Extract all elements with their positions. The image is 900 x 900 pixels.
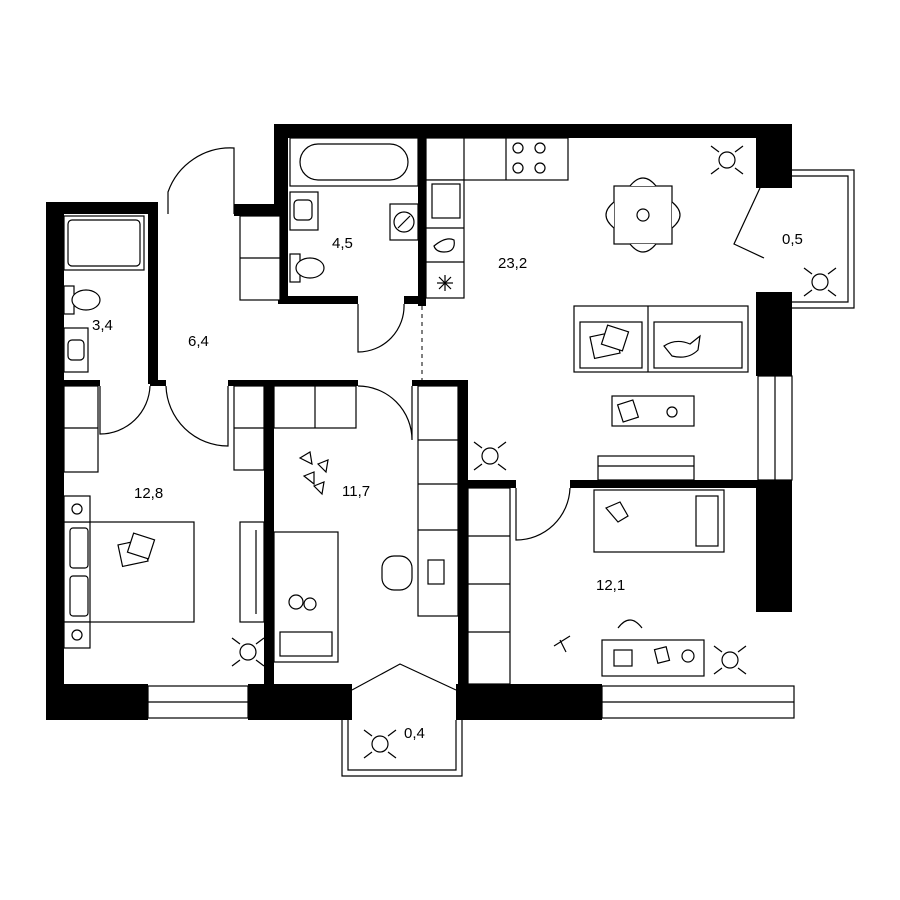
toilet-large: [289, 253, 325, 283]
exterior-walls: [46, 124, 792, 720]
stove-icon: [512, 142, 546, 174]
area-hallway: 6,4: [188, 333, 209, 350]
area-balcony-right: 0,5: [782, 231, 803, 248]
washer: [389, 203, 419, 241]
single-bed-right: [593, 489, 725, 553]
desk-right: [601, 619, 705, 677]
tv-console: [597, 455, 695, 481]
single-bed-middle: [273, 531, 339, 663]
wardrobe-left: [63, 385, 99, 473]
shower-small: [63, 215, 145, 271]
dresser: [239, 521, 265, 623]
area-labels: 3,4 4,5 6,4 23,2 0,5 12,8 11,7 12,1 0,4: [92, 231, 803, 742]
balcony-right: [792, 169, 855, 309]
cat-icon: [663, 334, 701, 358]
area-bedroom-left: 12,8: [134, 485, 163, 502]
dining-table: [605, 177, 681, 253]
nightstand-bottom: [63, 621, 91, 649]
hall-wardrobe: [239, 215, 281, 301]
area-bedroom-right: 12,1: [596, 577, 625, 594]
plant-icon: [363, 729, 397, 759]
bedroom-middle-door: [357, 385, 413, 441]
bedroom-left-door: [165, 385, 229, 447]
drop-icon: [433, 238, 455, 253]
sink-large: [289, 191, 319, 231]
desk-middle: [417, 385, 459, 617]
bathroom-small-door: [99, 385, 151, 435]
toilet-small: [63, 285, 101, 315]
wardrobe-right: [467, 487, 511, 685]
area-bathroom-small: 3,4: [92, 317, 113, 334]
bathroom-large-door: [357, 303, 405, 353]
plant-icon: [473, 441, 507, 471]
bathtub-large: [289, 137, 419, 187]
area-kitchen-living: 23,2: [498, 255, 527, 272]
snowflake-icon: [437, 275, 453, 291]
wardrobe-middle: [273, 385, 357, 429]
balcony-bottom: [341, 720, 463, 777]
doors[interactable]: [99, 147, 765, 691]
sink-small: [63, 327, 89, 373]
balcony-bottom-door: [351, 663, 457, 691]
wardrobe-hall-side: [233, 385, 265, 471]
toy-airplane-icon: [553, 635, 571, 653]
plant-icon: [231, 637, 265, 667]
plant-icon: [713, 645, 747, 675]
area-bedroom-middle: 11,7: [342, 483, 370, 500]
toys-icon: [298, 451, 329, 496]
area-bathroom-large: 4,5: [332, 235, 353, 252]
area-balcony-bottom: 0,4: [404, 725, 425, 742]
entrance-door: [167, 147, 235, 214]
double-bed: [63, 521, 195, 623]
interior-walls: [46, 136, 792, 686]
pillow-icon: [589, 324, 630, 360]
bedroom-right-door: [515, 487, 571, 541]
coffee-table: [611, 395, 695, 427]
chair-middle: [381, 555, 413, 591]
plant-icon: [710, 145, 744, 175]
plant-icon: [803, 267, 837, 297]
nightstand-top: [63, 495, 91, 523]
balcony-right-door: [733, 187, 765, 259]
kitchen-counter: [425, 137, 569, 299]
